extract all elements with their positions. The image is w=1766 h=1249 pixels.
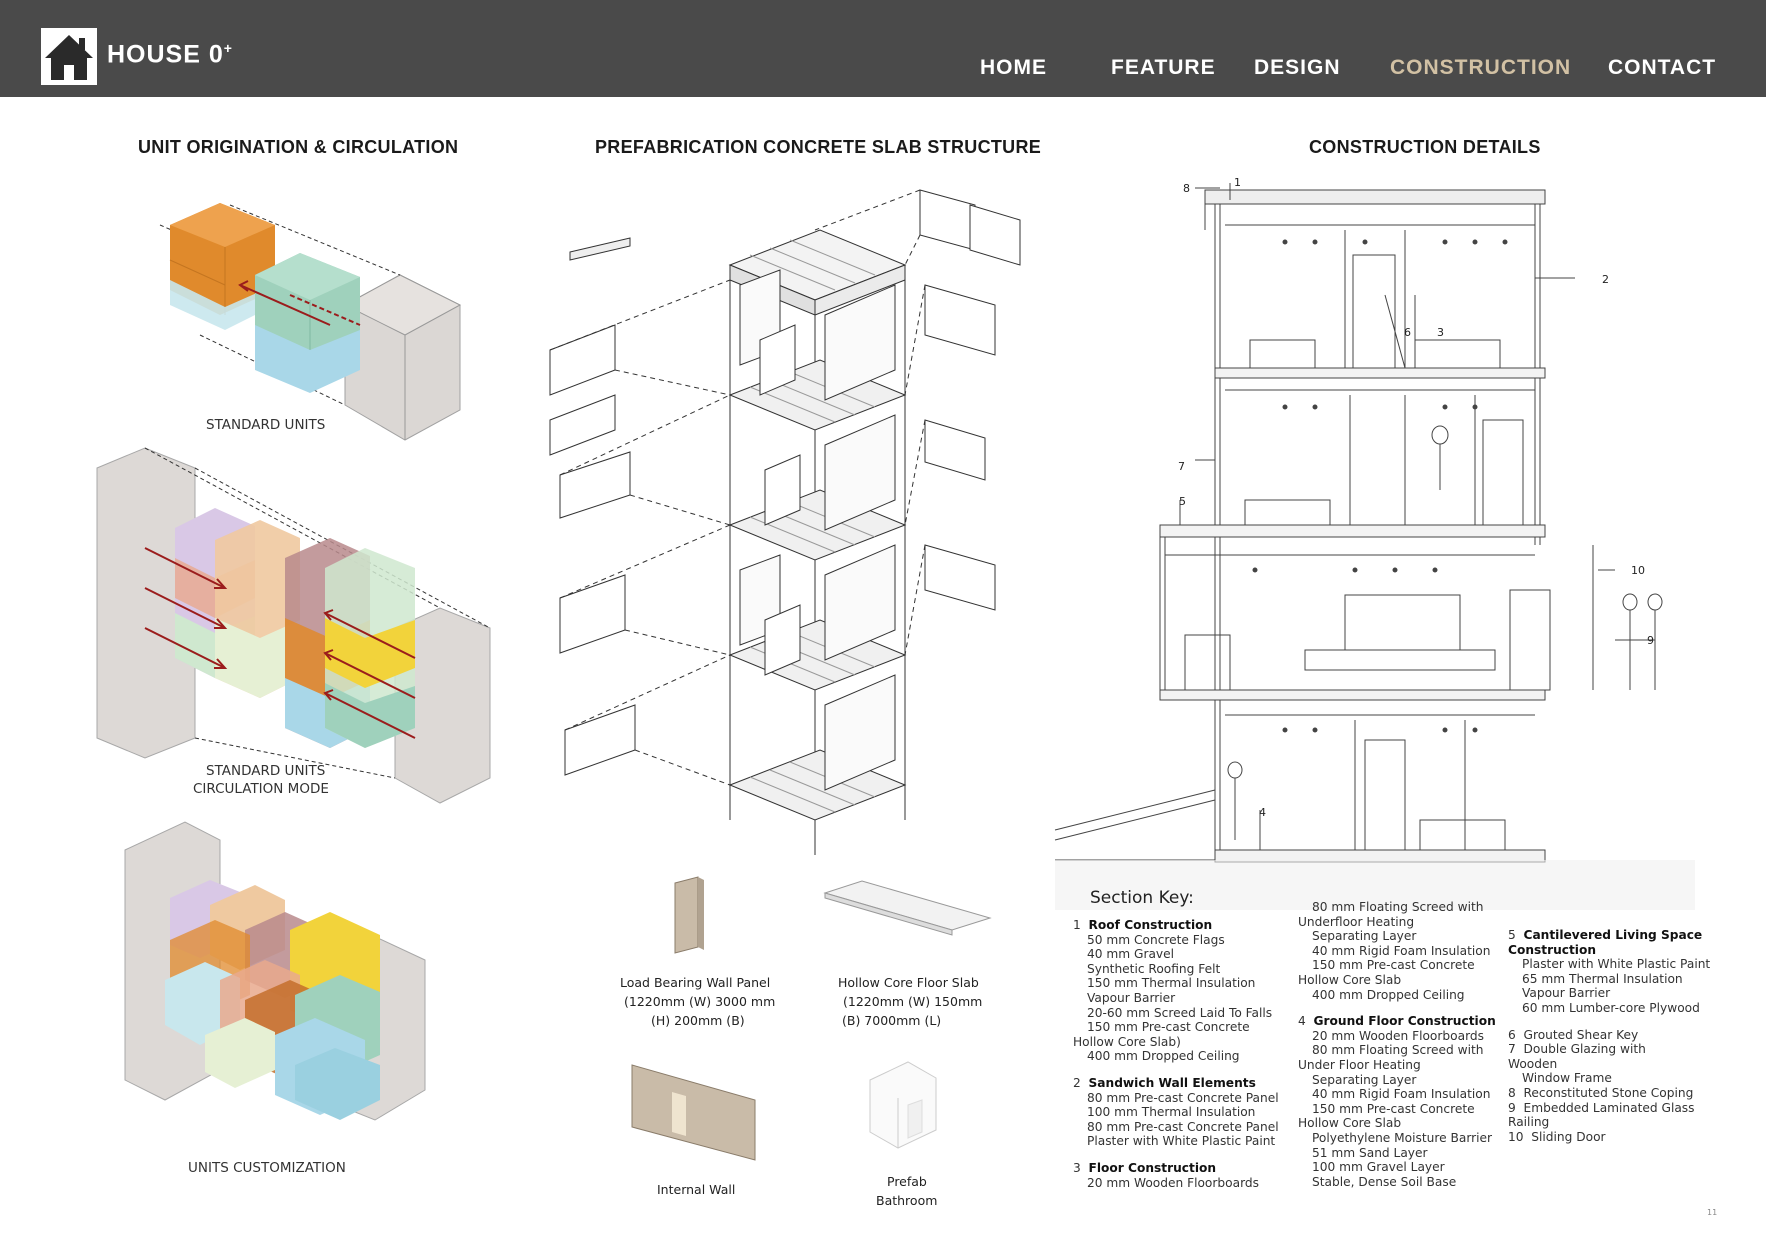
section-number-7: 7 — [1178, 460, 1185, 473]
prefab-structure-title: PREFABRICATION CONCRETE SLAB STRUCTURE — [595, 137, 1042, 157]
circulation-caption-line2: CIRCULATION MODE — [193, 781, 329, 797]
section-number-3: 3 — [1437, 326, 1444, 339]
circulation-caption-line1: STANDARD UNITS — [206, 763, 326, 779]
standard-units-caption: STANDARD UNITS — [206, 417, 326, 433]
floor-slab-caption-1: Hollow Core Floor Slab — [838, 975, 979, 990]
section-number-1: 1 — [1234, 176, 1241, 189]
house-logo-icon[interactable] — [41, 28, 97, 85]
floor-slab-caption-3: (B) 7000mm (L) — [842, 1013, 942, 1028]
circulation-mode-diagram — [96, 447, 491, 804]
units-customization-diagram — [124, 821, 426, 1121]
section-number-2: 2 — [1602, 273, 1609, 286]
building-section-drawing — [1054, 183, 1695, 910]
hollow-core-floor-slab-icon — [823, 880, 992, 936]
wall-panel-caption-2: (1220mm (W) 3000 mm — [624, 994, 776, 1009]
wall-panel-caption-1: Load Bearing Wall Panel — [620, 975, 771, 990]
standard-units-diagram — [159, 203, 462, 441]
bathroom-caption-2: Bathroom — [876, 1193, 938, 1208]
prefab-exploded-diagram — [549, 189, 1021, 855]
construction-details-title: CONSTRUCTION DETAILS — [1309, 137, 1541, 157]
customization-caption: UNITS CUSTOMIZATION — [188, 1160, 346, 1176]
section-number-8: 8 — [1183, 182, 1190, 195]
section-number-6: 6 — [1404, 326, 1411, 339]
prefab-bathroom-icon — [869, 1061, 937, 1149]
wall-panel-caption-3: (H) 200mm (B) — [651, 1013, 745, 1028]
brand-name[interactable]: HOUSE 0+ — [107, 40, 233, 69]
internal-wall-caption: Internal Wall — [657, 1182, 736, 1197]
floor-slab-caption-2: (1220mm (W) 150mm — [843, 994, 983, 1009]
nav-home[interactable]: HOME — [980, 56, 1047, 79]
section-key-column-3: 5 Cantilevered Living Space Construction… — [1508, 928, 1711, 1144]
bathroom-caption-1: Prefab — [887, 1174, 927, 1189]
load-bearing-wall-panel-icon — [674, 876, 704, 954]
section-key-title: Section Key: — [1090, 888, 1194, 908]
section-number-9: 9 — [1647, 634, 1654, 647]
unit-origination-title: UNIT ORIGINATION & CIRCULATION — [138, 137, 459, 157]
nav-design[interactable]: DESIGN — [1254, 56, 1341, 79]
section-number-10: 10 — [1631, 564, 1645, 577]
section-key-column-1: 1 Roof Construction 50 mm Concrete Flags… — [1073, 918, 1279, 1190]
page-number: 11 — [1707, 1208, 1718, 1217]
section-key-column-2: 80 mm Floating Screed with Underfloor He… — [1298, 900, 1496, 1189]
nav-feature[interactable]: FEATURE — [1111, 56, 1216, 79]
nav-construction[interactable]: CONSTRUCTION — [1390, 56, 1572, 79]
internal-wall-icon — [631, 1064, 756, 1161]
nav-contact[interactable]: CONTACT — [1608, 56, 1717, 79]
top-navigation-bar — [0, 0, 1766, 97]
section-number-5: 5 — [1179, 495, 1186, 508]
section-number-4: 4 — [1259, 806, 1266, 819]
